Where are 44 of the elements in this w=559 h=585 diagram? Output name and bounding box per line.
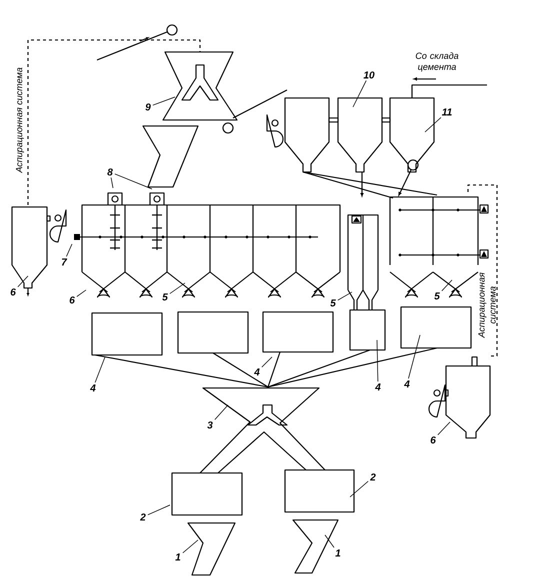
- callout-number: 3: [207, 421, 213, 429]
- leader-line: [424, 117, 442, 132]
- leader-line: [94, 356, 106, 383]
- leader-line: [408, 334, 420, 379]
- callout-number: 10: [364, 71, 374, 79]
- callout-number: 5: [330, 300, 336, 306]
- leader-line: [352, 80, 367, 108]
- callout-number: 9: [145, 103, 151, 111]
- callout-number: 7: [62, 258, 68, 266]
- callout-number: 2: [370, 474, 376, 480]
- leader-line: [182, 540, 198, 554]
- leader-line: [76, 290, 86, 297]
- callout-number: 4: [90, 384, 96, 392]
- leader-line: [214, 404, 228, 420]
- callout-number: 1: [175, 554, 180, 560]
- callout-number: 6: [10, 288, 16, 296]
- leader-line: [376, 340, 378, 382]
- note-text: Со склада цемента: [416, 52, 458, 72]
- callout-number: 5: [162, 294, 168, 300]
- callout-number: 6: [70, 296, 75, 304]
- callout-number: 2: [140, 514, 146, 520]
- leader-line: [261, 356, 272, 368]
- note-text: Аспирационная система: [478, 272, 496, 338]
- leader-line: [437, 422, 450, 436]
- leader-line: [441, 280, 452, 292]
- leader-line: [337, 292, 352, 301]
- leader-line: [114, 174, 152, 190]
- leader-line: [147, 504, 170, 516]
- callout-number: 4: [375, 384, 381, 390]
- callout-number: 6: [430, 436, 436, 444]
- callout-number: 1: [335, 550, 340, 556]
- leader-line: [324, 534, 334, 548]
- leader-line: [66, 244, 72, 257]
- callout-number: 11: [442, 108, 452, 116]
- note-text: Аспирационная система: [16, 68, 24, 174]
- leader-line: [169, 282, 186, 294]
- leader-line: [17, 276, 28, 288]
- leader-line: [152, 96, 176, 106]
- leader-line: [350, 480, 369, 498]
- leader-line: [110, 177, 114, 188]
- callout-number: 4: [254, 368, 260, 376]
- callout-number: 5: [434, 292, 440, 300]
- callout-number: 8: [107, 168, 113, 176]
- callout-number: 4: [404, 380, 410, 388]
